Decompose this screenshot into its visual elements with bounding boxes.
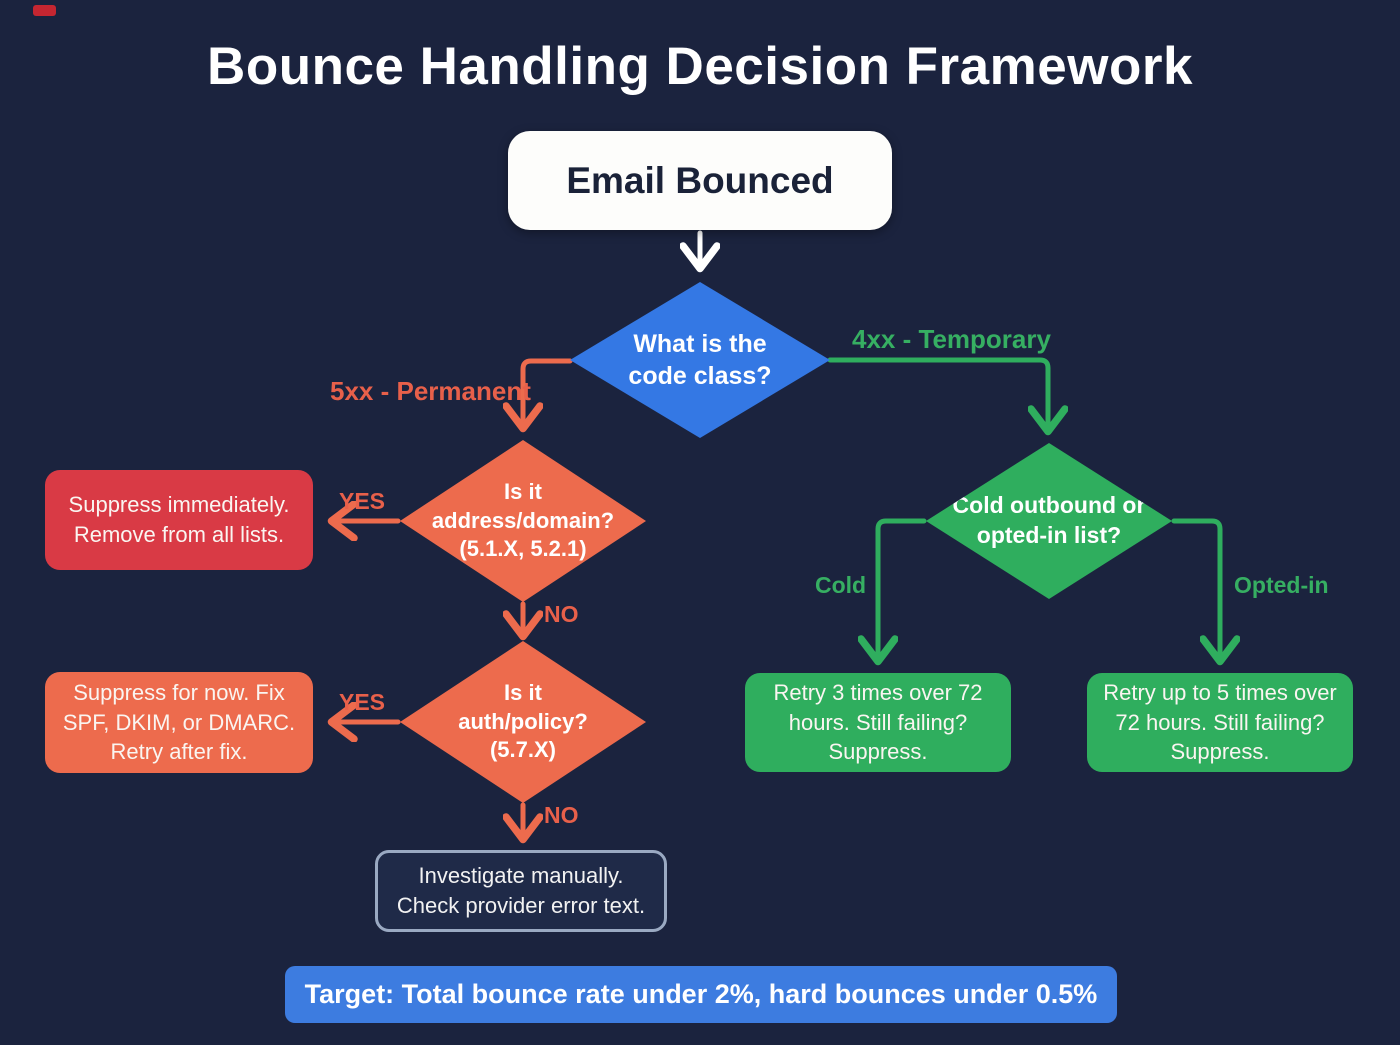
label-no-auth-policy: NO	[544, 802, 579, 828]
outcome-suppress-immediately-label: Suppress immediately. Remove from all li…	[68, 492, 290, 547]
footer-target-label: Target: Total bounce rate under 2%, hard…	[304, 979, 1098, 1009]
outcome-retry-cold-label: Retry 3 times over 72 hours. Still faili…	[773, 679, 983, 765]
start-node-label: Email Bounced	[566, 159, 834, 201]
arrow-opted-in-branch	[1171, 518, 1220, 659]
decision-auth-policy-label: Is it auth/policy? (5.7.X)	[458, 680, 588, 763]
outcome-retry-opted-in: Retry up to 5 times over 72 hours. Still…	[1087, 673, 1353, 772]
arrow-cold-branch	[878, 518, 927, 659]
outcome-investigate-manually-label: Investigate manually. Check provider err…	[396, 863, 646, 918]
footer-target-banner: Target: Total bounce rate under 2%, hard…	[285, 966, 1117, 1023]
arrow-code-class-to-cold-or-opted	[827, 357, 1048, 429]
outcome-retry-cold: Retry 3 times over 72 hours. Still faili…	[745, 673, 1011, 772]
label-yes-address-domain: YES	[339, 488, 386, 514]
outcome-suppress-immediately: Suppress immediately. Remove from all li…	[45, 470, 313, 570]
label-opted-in-branch: Opted-in	[1234, 572, 1329, 598]
outcome-investigate-manually: Investigate manually. Check provider err…	[375, 850, 667, 932]
outcome-suppress-fix-auth: Suppress for now. Fix SPF, DKIM, or DMAR…	[45, 672, 313, 773]
start-node: Email Bounced	[508, 131, 892, 230]
decision-address-domain-label: Is it address/domain? (5.1.X, 5.2.1)	[431, 479, 615, 562]
branch-label-4xx-temporary: 4xx - Temporary	[852, 324, 1051, 354]
decision-address-domain: Is it address/domain? (5.1.X, 5.2.1)	[400, 440, 646, 602]
label-cold-branch: Cold	[815, 572, 867, 598]
outcome-retry-opted-in-label: Retry up to 5 times over 72 hours. Still…	[1103, 679, 1337, 765]
decision-code-class: What is the code class?	[570, 282, 830, 438]
branch-label-5xx-permanent: 5xx - Permanent	[330, 376, 531, 406]
label-yes-auth-policy: YES	[339, 689, 386, 715]
decision-cold-or-opted-label: Cold outbound or opted-in list?	[952, 492, 1146, 548]
label-no-address-domain: NO	[544, 601, 579, 627]
decision-cold-or-opted: Cold outbound or opted-in list?	[926, 443, 1172, 599]
outcome-suppress-fix-auth-label: Suppress for now. Fix SPF, DKIM, or DMAR…	[62, 679, 296, 765]
page-title: Bounce Handling Decision Framework	[207, 37, 1193, 96]
decision-auth-policy: Is it auth/policy? (5.7.X)	[400, 641, 646, 803]
red-corner-marker	[33, 5, 56, 16]
decision-code-class-label: What is the code class?	[628, 329, 772, 391]
